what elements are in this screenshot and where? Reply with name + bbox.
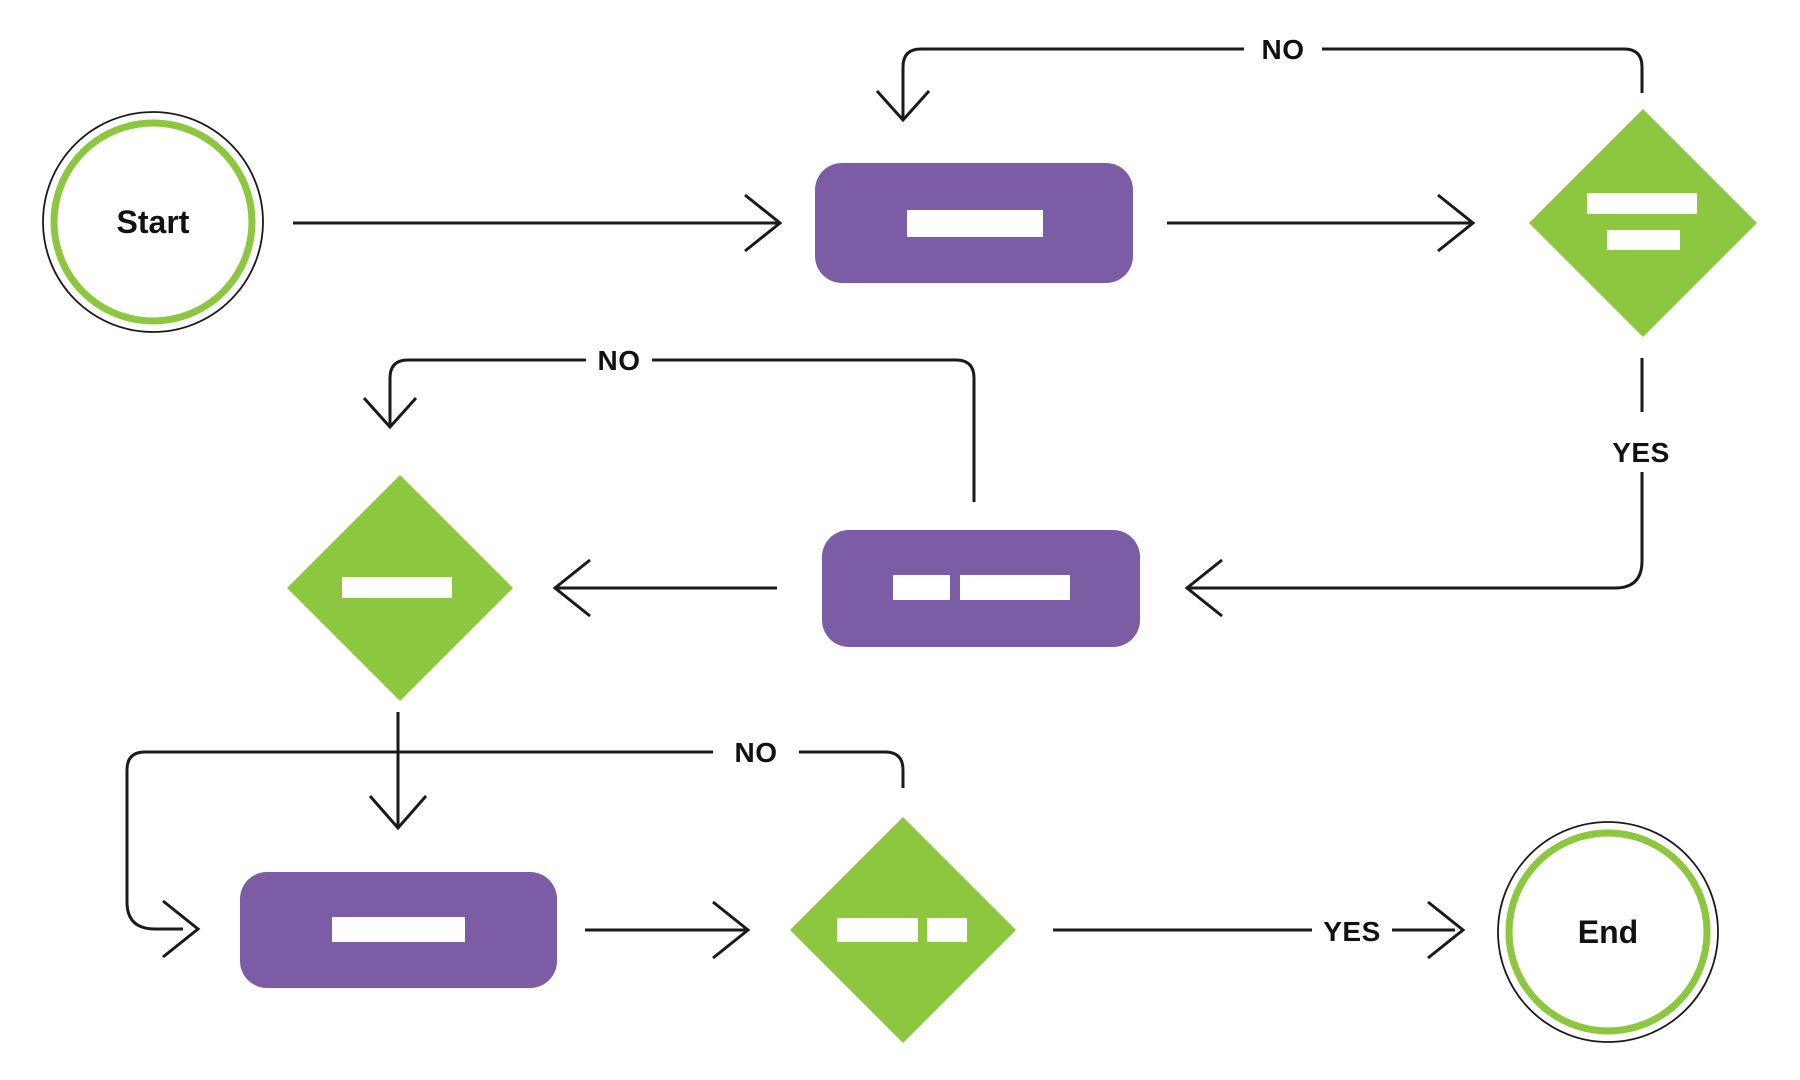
decision-1-text-bar-1 (1587, 193, 1697, 214)
edge-label-no-bottom: NO (735, 737, 778, 768)
edge-decision1-no-loop (875, 47, 1644, 123)
edge-decision3-yes (1053, 900, 1466, 960)
edge-process3-to-decision3 (585, 900, 751, 960)
edge-line (1322, 47, 1644, 93)
edges-layer (125, 47, 1644, 960)
arrowhead-right-icon (1427, 900, 1466, 960)
edge-label-no-middle: NO (598, 345, 641, 376)
edge-line (1187, 472, 1644, 590)
decision-1-text-bar-2 (1607, 230, 1680, 250)
edge-decision1-yes (1184, 358, 1644, 618)
edge-labels-layer: NO YES NO NO YES (598, 34, 1670, 947)
edge-label-yes-end: YES (1323, 916, 1381, 947)
decision-2-text-bar (342, 577, 452, 598)
terminator-nodes: Start End (42, 111, 1719, 1043)
arrowhead-right-icon (712, 900, 751, 960)
edge-label-yes-right: YES (1612, 437, 1670, 468)
edge-process2-to-decision2 (552, 558, 777, 618)
decision-3-text-bar-1 (837, 918, 918, 942)
decision-node-1 (1529, 109, 1757, 337)
end-node-green-ring (1505, 829, 1711, 1035)
start-node-green-ring (50, 119, 256, 325)
start-node-label: Start (117, 204, 190, 240)
arrowhead-down-icon (875, 89, 931, 123)
edge-start-to-process1 (293, 193, 783, 253)
arrowhead-down-icon (368, 795, 428, 831)
arrowhead-down-icon (362, 396, 418, 430)
arrowhead-right-icon (744, 193, 783, 253)
edge-process1-to-decision1 (1167, 193, 1476, 253)
arrowhead-left-icon (552, 558, 591, 618)
placeholder-bars (332, 193, 1697, 942)
edge-decision2-to-process3 (368, 712, 428, 831)
process-2-text-bar-1 (893, 575, 950, 600)
edge-decision3-no-loop (125, 750, 905, 959)
edge-line (652, 358, 976, 502)
edge-label-no-top: NO (1262, 34, 1305, 65)
process-2-text-bar-2 (960, 575, 1070, 600)
arrowhead-right-icon (162, 899, 201, 959)
edge-line (901, 47, 1244, 120)
edge-line (799, 750, 905, 788)
edge-line (125, 750, 713, 931)
arrowhead-right-icon (1437, 193, 1476, 253)
edge-process2-no-loop (362, 358, 976, 502)
process-3-text-bar (332, 917, 465, 942)
arrowhead-left-icon (1184, 558, 1223, 618)
process-1-text-bar (907, 210, 1043, 237)
edge-line (388, 358, 586, 427)
decision-3-text-bar-2 (927, 918, 967, 942)
end-node-label: End (1578, 914, 1638, 950)
terminator-rings (50, 119, 1711, 1035)
